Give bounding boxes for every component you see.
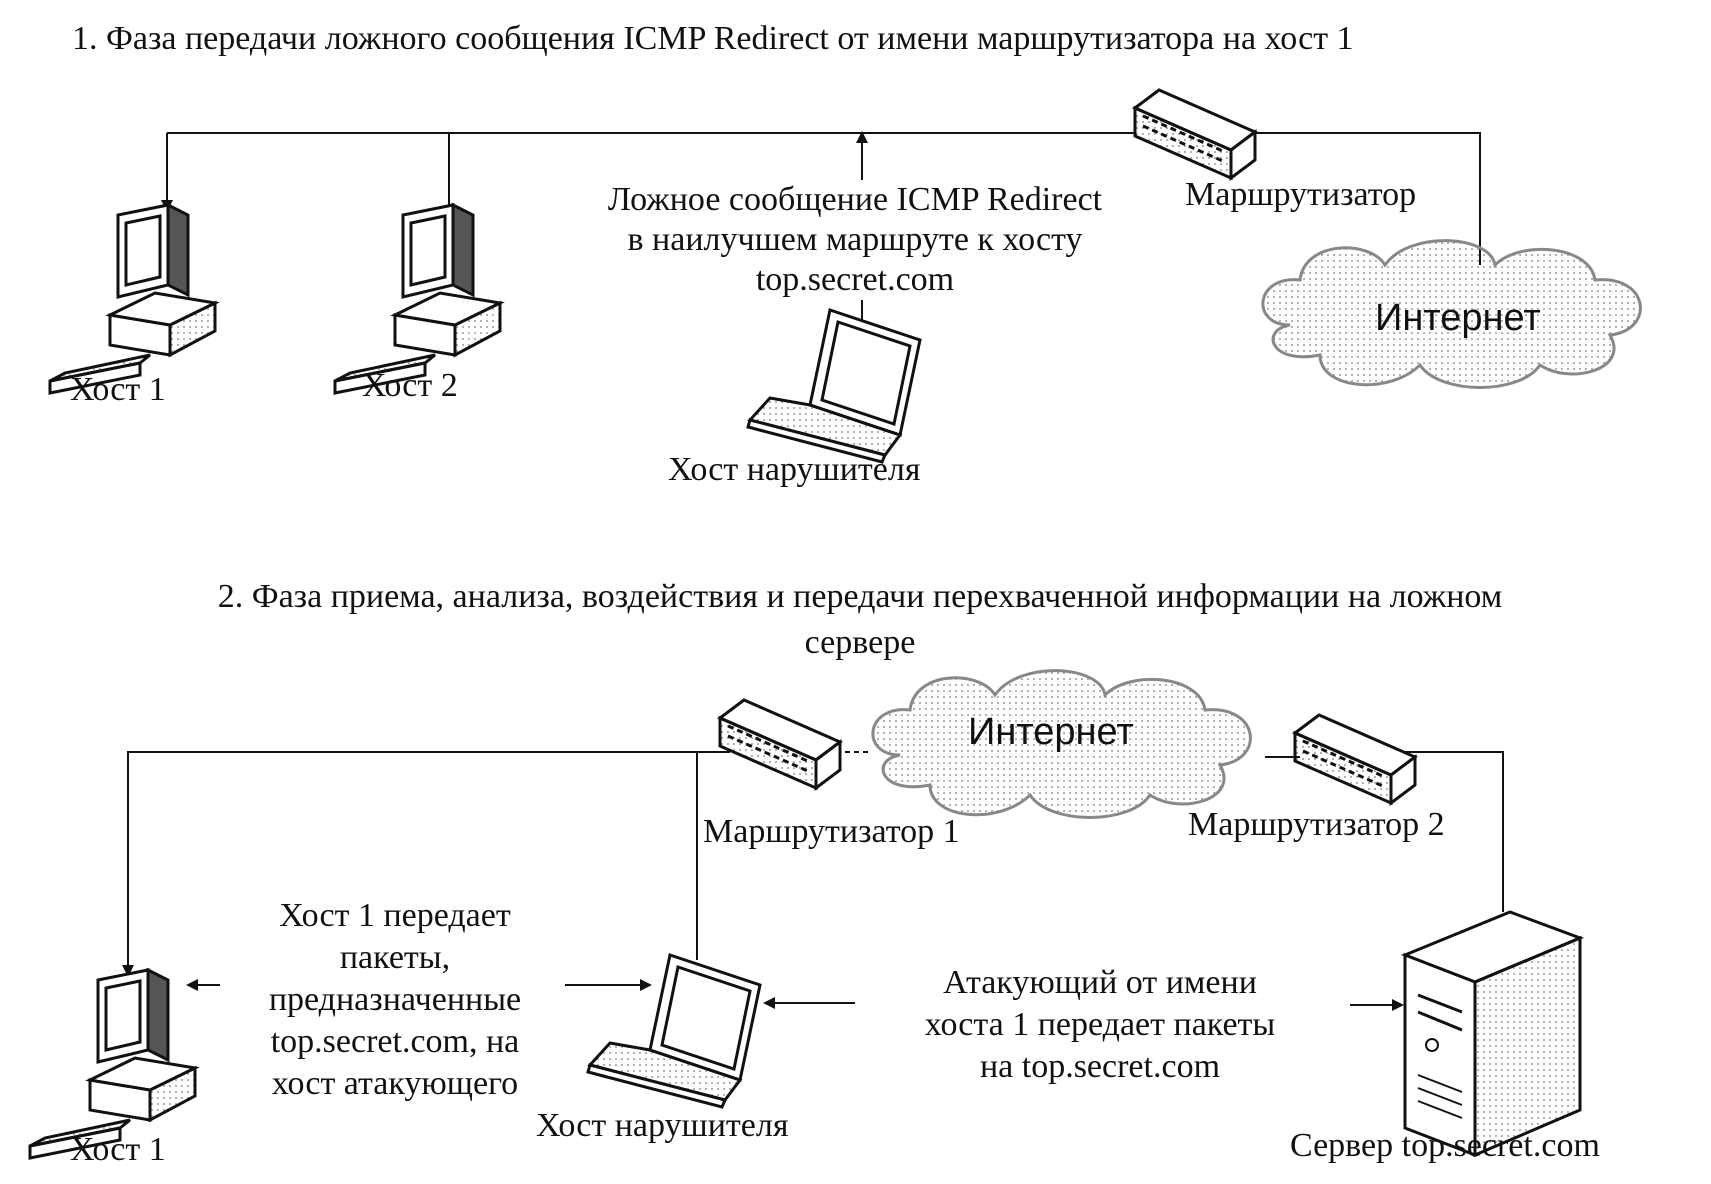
phase2-host1-label: Хост 1 [70,1131,166,1168]
phase2-host1-note-line: пакеты, [339,939,451,976]
phase2-router2-label: Маршрутизатор 2 [1188,806,1445,843]
phase2-router2-server-line [1400,751,1504,912]
phase1-host1-pc-icon [48,203,217,395]
phase2-attacker-label: Хост нарушителя [536,1107,789,1144]
phase2-router1-icon [718,698,842,790]
phase1-message-line: Ложное сообщение ICMP Redirect [607,181,1103,218]
phase2-host1-note-line: Хост 1 передает [279,897,511,934]
phase1-router-internet-line [1250,132,1481,265]
phase1-message-line: top.secret.com [755,261,955,298]
phase1-router-icon [1133,88,1257,180]
phase2-internet-label: Интернет [968,711,1134,753]
phase2-heading: 2. Фаза приема, анализа, воздействия и п… [40,574,1680,666]
phase2-attacker-note-line: на top.secret.com [979,1048,1221,1085]
phase2-attacker-note-line: хоста 1 передает пакеты [924,1006,1276,1043]
phase1-network [161,131,1481,322]
phase2-host1-note-line: предназначенные [268,981,522,1018]
phase2-attacker-laptop-icon [586,953,762,1109]
phase2-attacker-note: Атакующий от имени хоста 1 передает паке… [860,962,1340,1088]
server-icon [1400,910,1585,1158]
phase2-heading-line: 2. Фаза приема, анализа, воздействия и п… [217,578,1503,615]
phase1-attacker-laptop-icon [746,308,922,464]
phase2-heading-line: сервере [804,624,916,661]
phase1-heading: 1. Фаза передачи ложного сообщения ICMP … [72,20,1354,57]
phase2-host1-line [122,751,730,977]
phase1-attacker-label: Хост нарушителя [668,451,921,488]
phase2-host1-note-line: хост атакующего [271,1065,519,1102]
phase1-host1-label: Хост 1 [70,371,166,408]
phase2-attacker-note-line: Атакующий от имени [943,964,1257,1001]
phase2-network [122,751,1504,1011]
phase1-internet-label: Интернет [1375,297,1541,339]
phase1-message-line: в наилучшем маршруте к хосту [627,221,1083,258]
phase2-router2-icon [1293,713,1417,805]
phase1-router-label: Маршрутизатор [1185,176,1417,213]
phase2-host1-note: Хост 1 передает пакеты, предназначенные … [225,895,565,1105]
phase1-host2-label: Хост 2 [362,367,458,404]
phase2-host1-note-line: top.secret.com, на [270,1023,520,1060]
phase1-host2-pc-icon [333,203,502,395]
phase2-router1-label: Маршрутизатор 1 [703,813,960,850]
phase2-server-label: Сервер top.secret.com [1290,1127,1600,1164]
phase1-message-note: Ложное сообщение ICMP Redirect в наилучш… [570,180,1140,300]
